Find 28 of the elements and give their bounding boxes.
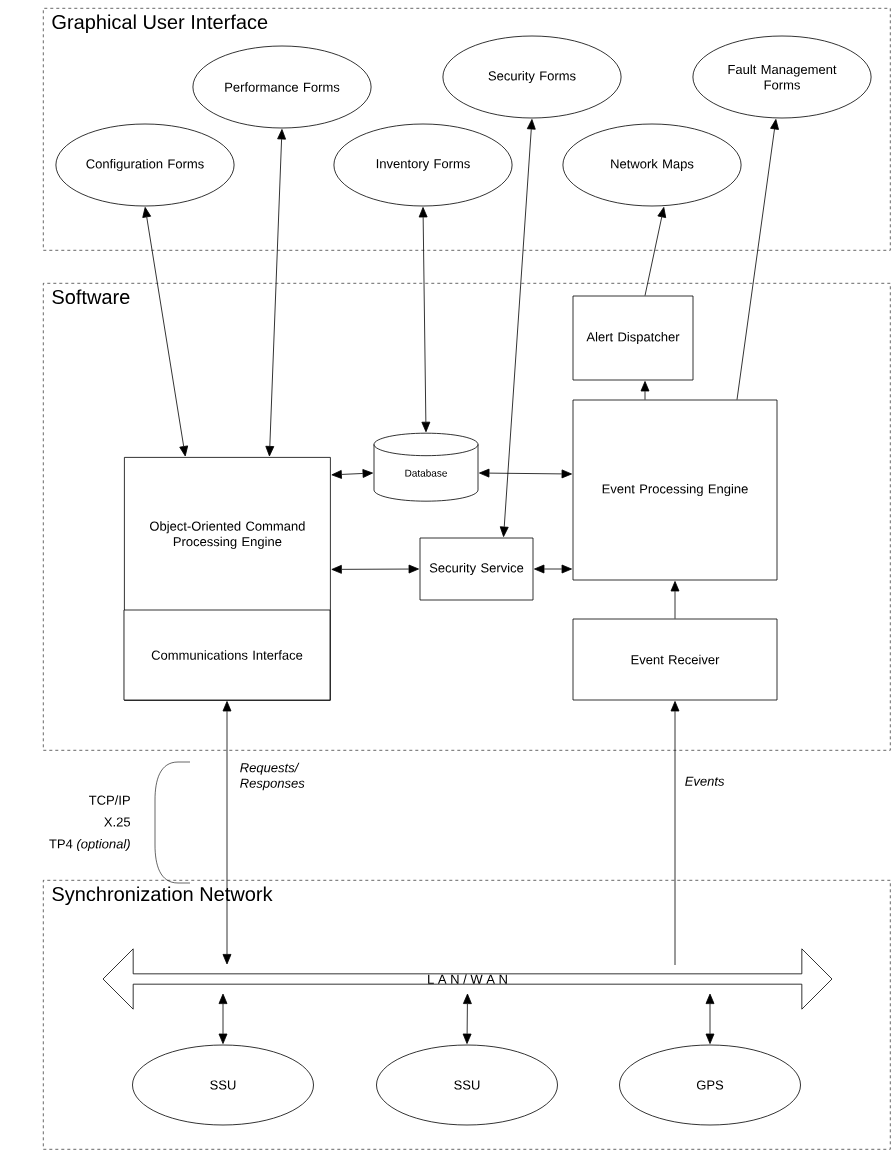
arrow xyxy=(331,564,419,574)
arrow xyxy=(499,119,536,537)
database-cylinder: Database xyxy=(373,432,479,502)
arrow xyxy=(418,207,431,433)
edge-label: Requests/ Responses xyxy=(240,762,305,791)
arrow xyxy=(736,119,779,400)
process-box: Security Service xyxy=(419,537,534,601)
protocol-label: X.25 xyxy=(104,817,131,827)
interface-box: Communications Interface xyxy=(123,609,331,701)
edge-label: Events xyxy=(685,776,725,786)
process-box: Event Processing Engine xyxy=(572,399,778,581)
arrow xyxy=(479,468,572,479)
process-box: Alert Dispatcher xyxy=(572,295,694,381)
arrow xyxy=(265,129,286,457)
arrow xyxy=(222,701,232,965)
arrow xyxy=(331,469,373,479)
arrow xyxy=(462,993,472,1044)
arrow xyxy=(534,564,572,574)
arrow xyxy=(705,993,715,1044)
arrow xyxy=(142,207,189,457)
arrow xyxy=(218,993,228,1044)
protocol-label: TCP/IP xyxy=(89,795,130,805)
arrow xyxy=(670,701,680,966)
protocol-label: TP4 (optional) xyxy=(49,838,130,852)
process-box: Event Receiver xyxy=(572,618,778,701)
arrow xyxy=(644,207,667,296)
arrow xyxy=(640,381,650,400)
arrow xyxy=(670,581,680,619)
